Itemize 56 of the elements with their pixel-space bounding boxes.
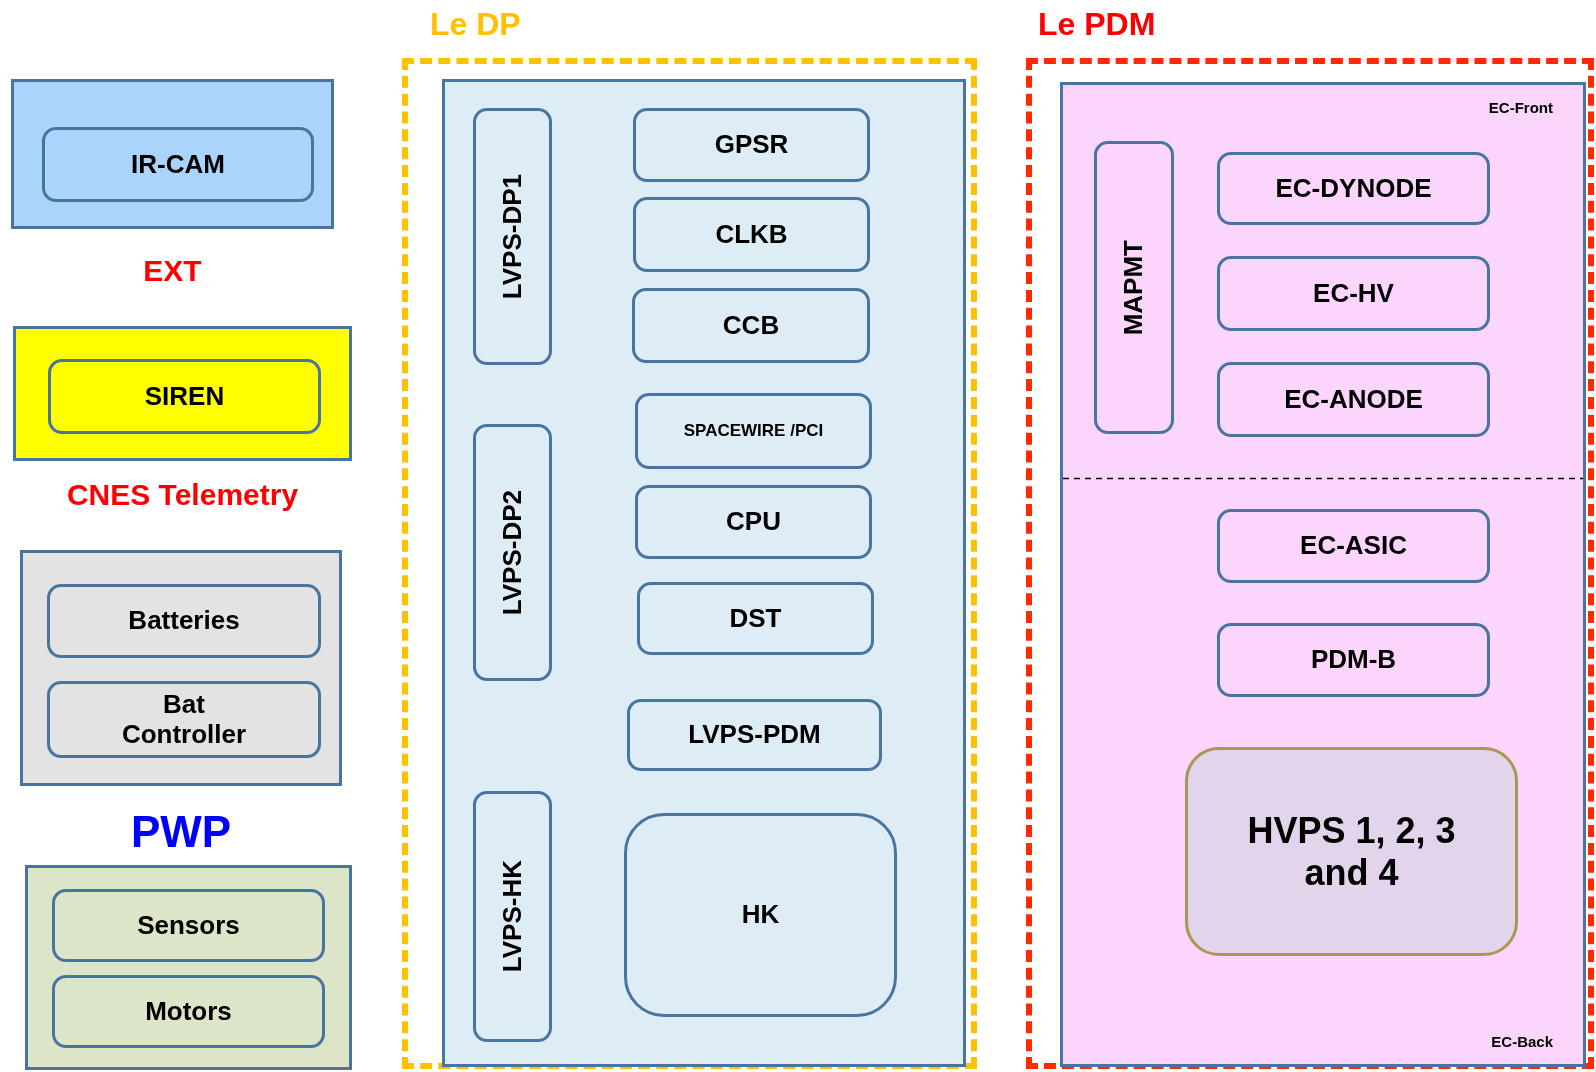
component-label: EC-ANODE xyxy=(1283,384,1424,415)
component-box xyxy=(48,359,321,434)
component-box xyxy=(1217,362,1490,437)
component-label: MAPMT xyxy=(1117,239,1150,336)
component-box xyxy=(47,681,321,758)
group-panel xyxy=(25,865,352,1070)
component-box xyxy=(473,791,552,1042)
group-label: CNES Telemetry xyxy=(65,478,300,512)
component-label: Sensors xyxy=(136,910,241,941)
component-box xyxy=(1217,509,1490,583)
component-label: GPSR xyxy=(713,130,790,160)
component-label: HVPS 1, 2, 3 and 4 xyxy=(1246,810,1457,893)
component-label: CPU xyxy=(725,507,782,537)
component-box xyxy=(473,424,552,681)
component-box xyxy=(1217,256,1490,331)
component-label: Motors xyxy=(144,996,233,1027)
component-label: PDM-B xyxy=(1309,645,1398,675)
component-box xyxy=(624,813,897,1017)
component-label: DST xyxy=(728,603,783,634)
component-label: EC-ASIC xyxy=(1299,531,1408,561)
component-box xyxy=(637,582,874,655)
group-label: Le DP xyxy=(430,6,521,43)
component-label: CCB xyxy=(721,310,781,341)
component-label: LVPS-HK xyxy=(495,860,528,973)
group-label: Le PDM xyxy=(1038,6,1156,43)
component-label: LVPS-PDM xyxy=(687,720,822,750)
component-label: EC-HV xyxy=(1312,278,1395,309)
component-label: IR-CAM xyxy=(130,149,226,180)
component-box xyxy=(635,485,872,559)
component-box xyxy=(42,127,314,202)
group-label: EXT xyxy=(142,254,203,288)
group-label: PWP xyxy=(129,807,233,857)
component-box xyxy=(633,197,870,272)
component-label: SIREN xyxy=(143,381,226,412)
component-box xyxy=(473,108,552,365)
component-box xyxy=(632,288,870,363)
component-box xyxy=(52,889,325,962)
component-label: HK xyxy=(740,900,781,930)
component-box xyxy=(52,975,325,1048)
section-label: EC-Back xyxy=(1491,1033,1553,1050)
component-box xyxy=(627,699,882,771)
component-label: LVPS-DP1 xyxy=(495,173,528,300)
section-label: EC-Front xyxy=(1488,99,1553,116)
component-box xyxy=(635,393,872,469)
component-box xyxy=(633,108,870,182)
component-box xyxy=(1217,623,1490,697)
component-label: CLKB xyxy=(714,219,789,250)
component-label: Bat Controller xyxy=(120,689,248,750)
component-label: SPACEWIRE /PCI xyxy=(682,421,825,441)
component-label: LVPS-DP2 xyxy=(495,489,528,616)
component-label: EC-DYNODE xyxy=(1274,173,1433,204)
component-box xyxy=(1094,141,1174,434)
component-box xyxy=(1185,747,1518,956)
component-box xyxy=(1217,152,1490,225)
component-box xyxy=(47,584,321,658)
component-label: Batteries xyxy=(127,606,241,636)
